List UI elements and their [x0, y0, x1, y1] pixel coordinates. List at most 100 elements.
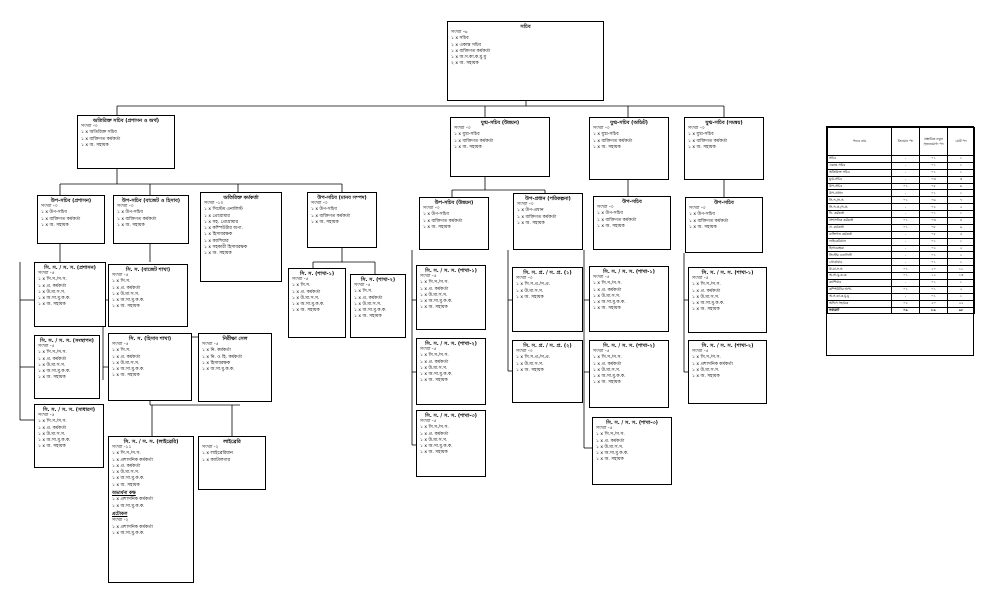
- table-cell: ১: [947, 168, 975, 177]
- box-title: যুগ্ম-সচিব (সমন্বয়): [705, 120, 743, 126]
- box-line: ১ x অ.সা.মু.ক.ক.: [593, 300, 626, 306]
- table-cell: উ.মা.স.স.: [827, 265, 892, 274]
- box-line: ১ x অ. সহায়ক: [41, 222, 69, 228]
- sub-unit-line: ১ x প্রশাসনিক কর্মকর্তা: [112, 497, 153, 503]
- box-line: ১ x উ.মা.স.স.: [38, 362, 66, 368]
- box-line: ১ x যুগ্ম-সচিব: [593, 132, 619, 138]
- box-line: সংখ্যা -১০: [204, 201, 224, 206]
- box-line: ১ x ব্যক্তিগত কর্মকর্তা: [311, 213, 351, 219]
- table-cell: ০১: [891, 285, 920, 294]
- box-line: ১ x যুগ্ম-সচিব: [454, 132, 480, 138]
- table-cell: ১: [947, 155, 975, 163]
- box-line: ১ x অ.সা.মু.ক.ক.: [112, 298, 145, 304]
- table-cell: -: [891, 210, 920, 219]
- box-line: ১ x প্রশাসনিক কর্মকর্তা: [112, 457, 153, 463]
- table-cell: সর্বমোট: [827, 306, 892, 315]
- box-line: ১ x ব্যক্তিগত কর্মকর্তা: [454, 138, 494, 144]
- box-line: সংখ্যা -৩: [689, 206, 706, 211]
- box-line: ১ x ব্যক্তিগত কর্মকর্তা: [41, 216, 81, 222]
- table-cell: অফিস সহায়ক: [827, 299, 892, 308]
- box-line: সংখ্যা -৫: [420, 347, 437, 352]
- box-title: সি. স. প্র. / স. প্র. (১): [523, 270, 572, 276]
- box-line: ১ x অ. সহায়ক: [692, 374, 720, 380]
- box-line: ১ x অ. সহায়ক: [204, 251, 232, 257]
- table-cell: -: [891, 279, 920, 287]
- header-cell: মোট পদ: [947, 127, 975, 156]
- box-line: ১ x উ.মা.স.স.: [516, 361, 544, 367]
- table-cell: সচিব: [827, 155, 892, 163]
- box-line: ১ x প্র. কর্মকর্তা: [112, 463, 141, 469]
- box-line: ১ x প্র. কর্মকর্তা: [292, 289, 321, 295]
- table-cell: ০৯: [891, 306, 920, 315]
- box-line: ১ x সি.স.: [112, 348, 131, 354]
- table-cell: অ.সা.মু.ক.ক.: [827, 272, 892, 281]
- box-title: সি. স. / স. স. (লাইব্রেরি): [123, 439, 179, 445]
- box-line: ১ x উপ-সচিব: [597, 211, 623, 217]
- box-line: সংখ্যা -৩: [311, 201, 328, 206]
- table-cell: নি. কর্মকর্তা: [827, 210, 892, 219]
- sub-unit-line: ১ x প্রশাসনিক কর্মকর্তা: [112, 524, 153, 530]
- box-line: ১ x অ.সা.মু.ক.ক.: [38, 438, 71, 444]
- table-cell: ১: [947, 251, 975, 260]
- box-line: ১ x সহকারী হিসাবরক্ষক: [204, 245, 248, 251]
- box-line: ১ x উ.মা.স.স.: [516, 288, 544, 294]
- table-cell: ৩: [947, 175, 975, 184]
- box-title: উপ-সচিব: [622, 199, 642, 205]
- box-line: ১ x অ. সহায়ক: [420, 305, 448, 311]
- table-cell: ০১: [891, 196, 920, 205]
- box-line: ১ x ব্যক্তিগত কর্মকর্তা: [81, 136, 121, 142]
- box-line: ১ x প্র. কর্মকর্তা: [112, 285, 141, 291]
- table-cell: ০১: [919, 251, 948, 260]
- box-line: ১ x অ. সহায়ক: [38, 444, 66, 450]
- table-cell: ০১: [891, 265, 920, 274]
- box-line: ১ x ব্যক্তিগত কর্মকর্তা: [597, 217, 637, 223]
- box-title: সচিব: [520, 24, 531, 30]
- box-line: ১ x যুগ্ম-সচিব: [688, 132, 714, 138]
- box-line: সংখ্যা -৩: [688, 126, 705, 131]
- box-line: ১ x অ. সহায়ক: [112, 373, 140, 379]
- box-title: সি. স. / স. স. (সংস্থাপন): [40, 338, 94, 344]
- box-line: ১ x অ. সহায়ক: [454, 144, 482, 150]
- box-line: ১ x প্র. কর্মকর্তা: [420, 431, 449, 437]
- box-title: সি. স. / স. স. (শাখা-২): [701, 343, 754, 349]
- box-line: সংখ্যা -৬: [451, 30, 468, 35]
- box-line: সংখ্যা -৩: [597, 205, 614, 210]
- box-line: ১ x প্র. কর্মকর্তা: [112, 354, 141, 360]
- table-cell: ০২: [891, 299, 920, 308]
- box-line: সংখ্যা -৫: [593, 275, 610, 280]
- table-cell: ১০: [919, 265, 948, 274]
- box-line: ১ x সি.স./স.স.: [38, 419, 67, 425]
- box-line: ১ x প্র. কর্মকর্তা: [593, 361, 622, 367]
- box-line: ১ x প্র. কর্মকর্তা: [38, 283, 67, 289]
- box-line: সংখ্যা -৫: [692, 276, 709, 281]
- table-cell: সিস্টেম এনালিস্ট: [827, 251, 892, 260]
- box-line: ১ x অ. সহায়ক: [423, 224, 451, 230]
- table-cell: ১: [947, 258, 975, 267]
- box-line: ১ x অ. সহায়ক: [688, 144, 716, 150]
- box-line: ১ x অ. সহায়ক: [516, 294, 544, 300]
- box-line: সংখ্যা -৫: [38, 413, 55, 418]
- table-cell: ০১: [919, 279, 948, 287]
- box-title: যুগ্ম-সচিব (উন্নয়ন): [480, 120, 520, 126]
- table-cell: ০১: [919, 161, 948, 170]
- table-cell: ০১: [891, 223, 920, 232]
